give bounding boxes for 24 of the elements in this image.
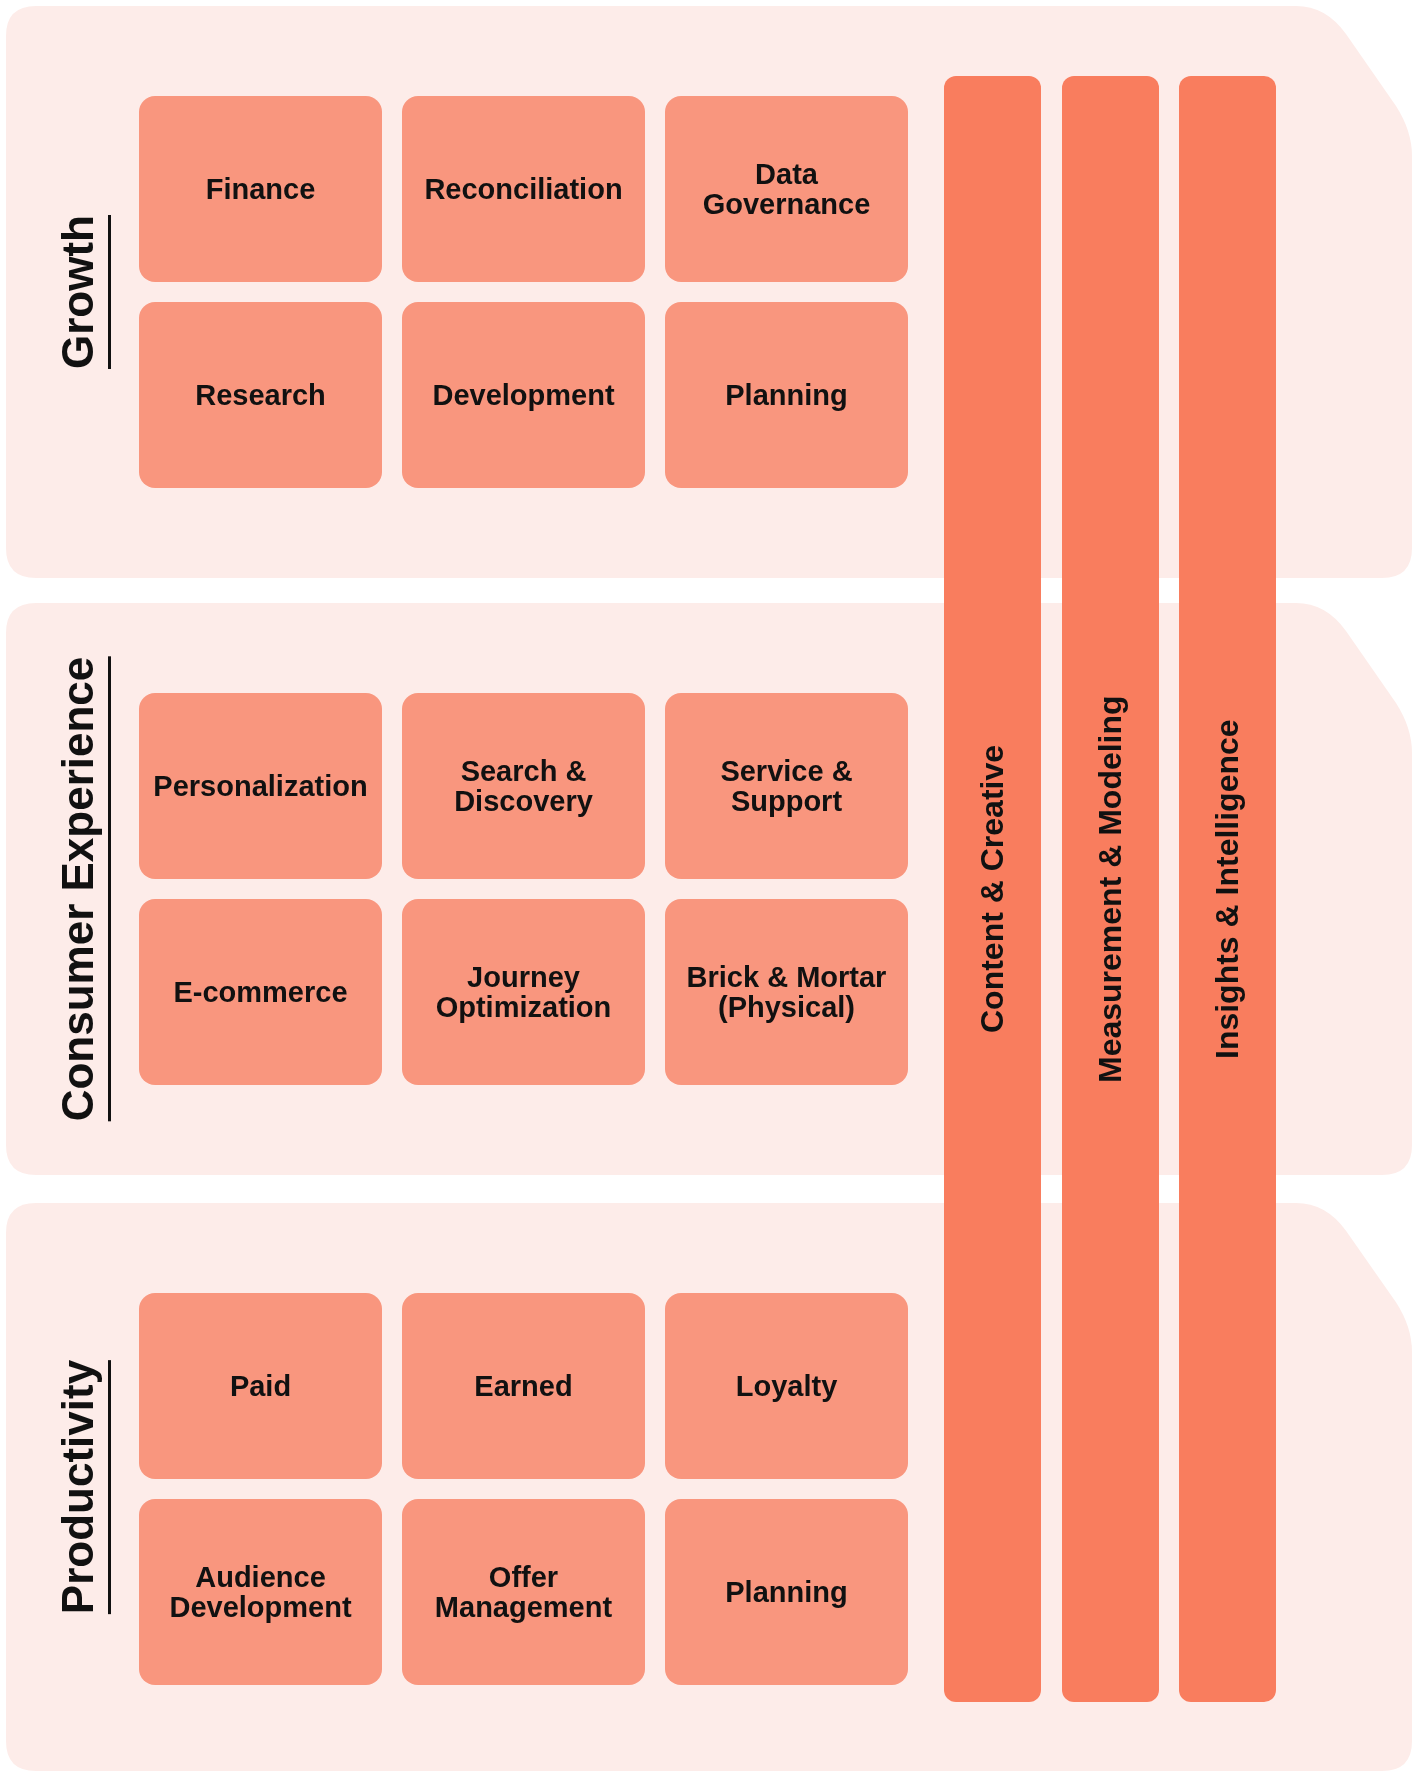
category-tile: Paid [139,1293,382,1479]
category-tile: Earned [402,1293,645,1479]
section-heading: Productivity [56,1359,111,1615]
pillar-bar: Measurement & Modeling [1062,76,1159,1702]
category-tile: Service & Support [665,693,908,879]
section-heading: Consumer Experience [56,656,111,1122]
category-tile: Research [139,302,382,488]
category-tile: Brick & Mortar (Physical) [665,899,908,1085]
category-tile: Search & Discovery [402,693,645,879]
category-tile: Journey Optimization [402,899,645,1085]
category-tile: Development [402,302,645,488]
category-tile: Offer Management [402,1499,645,1685]
category-tile: Personalization [139,693,382,879]
category-tile: Finance [139,96,382,282]
category-tile: Loyalty [665,1293,908,1479]
category-tile: E-commerce [139,899,382,1085]
category-tile: Data Governance [665,96,908,282]
category-tile: Reconciliation [402,96,645,282]
category-tile: Planning [665,302,908,488]
pillar-bar: Content & Creative [944,76,1041,1702]
pillar-bar: Insights & Intelligence [1179,76,1276,1702]
category-tile: Planning [665,1499,908,1685]
section-heading: Growth [56,215,111,369]
category-tile: Audience Development [139,1499,382,1685]
